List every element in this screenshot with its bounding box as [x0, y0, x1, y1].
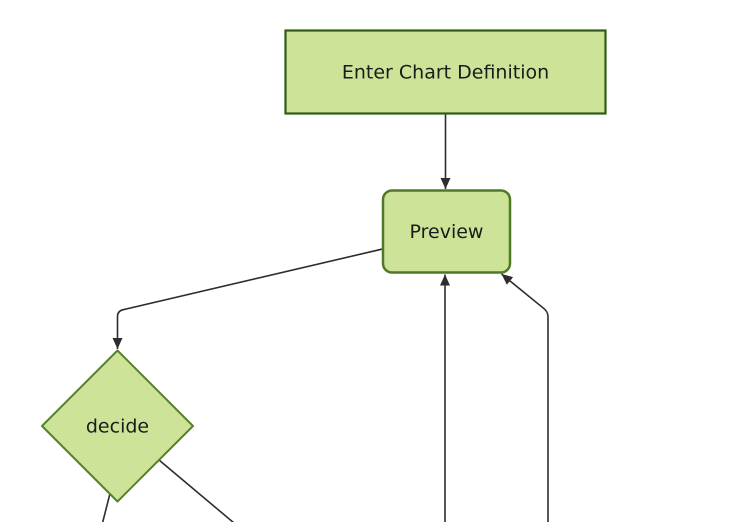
decide-label: decide — [86, 416, 149, 438]
enter-chart-definition-box — [284, 29, 607, 115]
preview-box — [381, 189, 512, 274]
node-decide: decide — [41, 349, 194, 503]
node-enter-chart-definition: Enter Chart Definition — [284, 29, 607, 115]
edge-decide-to-offscreen-bottom-right — [158, 459, 235, 522]
preview-label: Preview — [410, 221, 484, 243]
node-preview: Preview — [381, 189, 512, 274]
enter-chart-definition-label: Enter Chart Definition — [342, 62, 549, 84]
edge-layer — [101, 114, 549, 522]
edge-decide-to-offscreen-bottom-left — [101, 493, 111, 522]
decide-diamond — [41, 349, 194, 503]
edge-offscreen-bottom-to-preview-corner — [500, 273, 549, 522]
edge-preview-to-decide — [112, 248, 383, 349]
